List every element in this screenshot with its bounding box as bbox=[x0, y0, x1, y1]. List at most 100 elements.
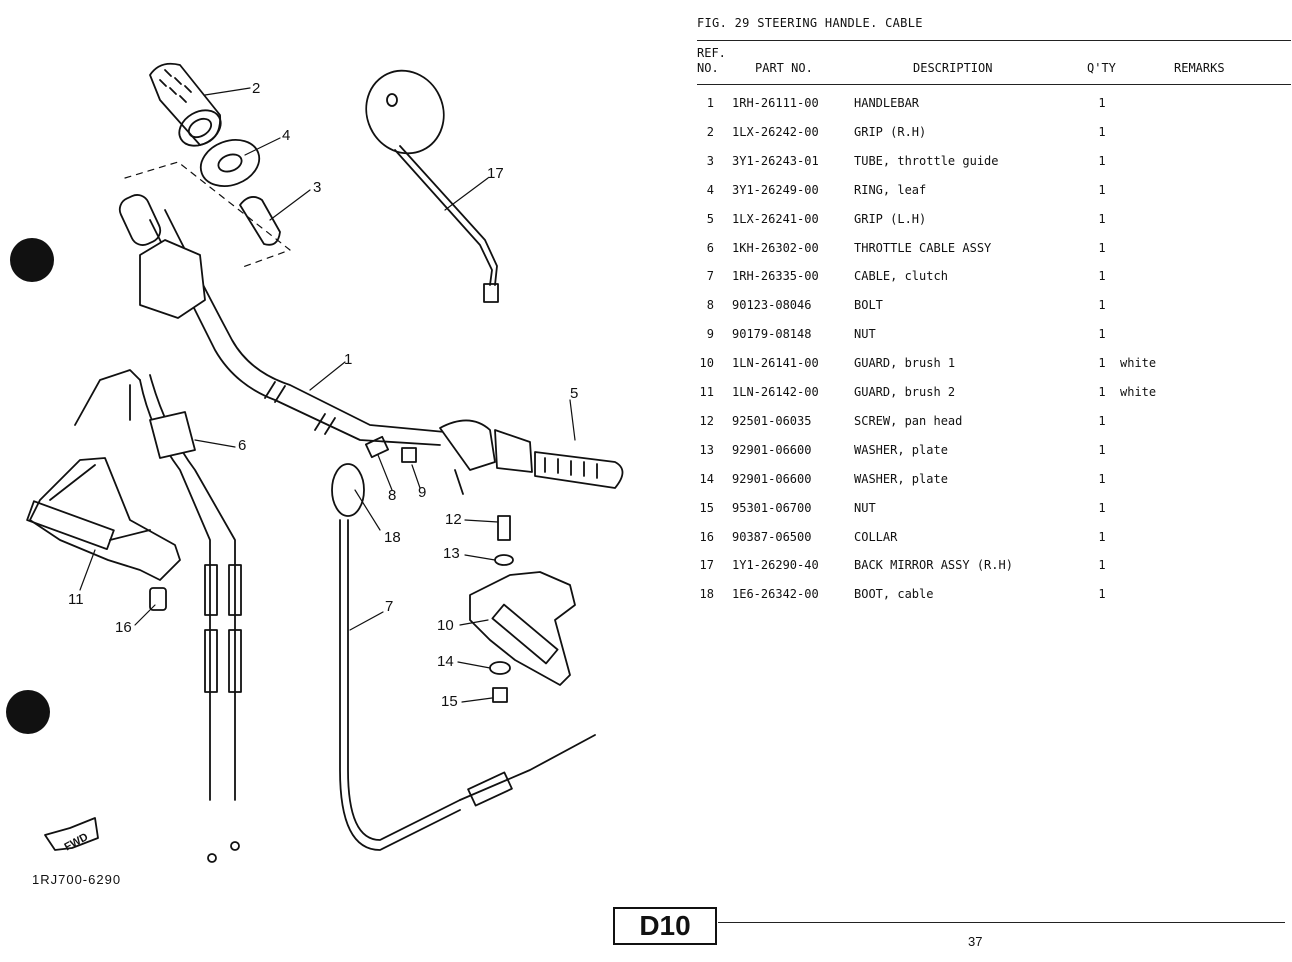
cell-part-no: 90179-08148 bbox=[732, 327, 812, 342]
cell-remarks: white bbox=[1120, 385, 1157, 399]
callout-7: 7 bbox=[385, 598, 393, 615]
callout-11: 11 bbox=[68, 591, 84, 608]
cell-quantity: 1 bbox=[1098, 240, 1106, 255]
cell-quantity: 1 bbox=[1098, 298, 1106, 313]
cell-part-no: 3Y1-26249-00 bbox=[732, 182, 819, 197]
cell-description: GUARD, brush 1 bbox=[854, 356, 956, 371]
cell-quantity: 1 bbox=[1098, 356, 1106, 371]
cell-remarks: white bbox=[1120, 356, 1157, 371]
cell-part-no: 92501-06035 bbox=[732, 413, 812, 428]
cell-description: CABLE, clutch bbox=[854, 269, 948, 284]
cell-description: BACK MIRROR ASSY (R.H) bbox=[854, 558, 1013, 573]
handlebar bbox=[118, 194, 446, 446]
cell-ref-no: 9 bbox=[706, 327, 714, 342]
cell-ref-no: 7 bbox=[706, 269, 714, 284]
cell-description: NUT bbox=[854, 327, 876, 342]
cell-part-no: 1Y1-26290-40 bbox=[732, 558, 819, 573]
cell-part-no: 1LN-26142-00 bbox=[732, 385, 819, 399]
cell-part-no: 1RH-26111-00 bbox=[732, 96, 819, 110]
cell-ref-no: 14 bbox=[699, 471, 714, 486]
cell-description: THROTTLE CABLE ASSY bbox=[854, 240, 992, 255]
cell-quantity: 1 bbox=[1098, 182, 1106, 197]
cell-description: GUARD, brush 2 bbox=[854, 385, 956, 399]
callout-9: 9 bbox=[418, 484, 426, 501]
cell-quantity: 1 bbox=[1098, 500, 1106, 515]
cell-quantity: 1 bbox=[1098, 153, 1106, 168]
cell-part-no: 90387-06500 bbox=[732, 529, 812, 544]
cell-ref-no: 12 bbox=[699, 413, 714, 428]
cell-description: COLLAR bbox=[854, 529, 898, 544]
cell-quantity: 1 bbox=[1098, 442, 1106, 457]
cell-quantity: 1 bbox=[1098, 529, 1106, 544]
cell-ref-no: 13 bbox=[699, 442, 714, 457]
cell-part-no: 1E6-26342-00 bbox=[732, 587, 819, 602]
cell-ref-no: 6 bbox=[706, 240, 714, 255]
cell-part-no: 1KH-26302-00 bbox=[732, 240, 819, 255]
cell-quantity: 1 bbox=[1098, 96, 1106, 110]
cell-part-no: 92901-06600 bbox=[732, 471, 812, 486]
callout-2: 2 bbox=[252, 80, 260, 97]
callout-12: 12 bbox=[445, 511, 462, 528]
grip-rh-part bbox=[149, 62, 222, 147]
callout-1: 1 bbox=[344, 351, 352, 368]
cell-description: GRIP (L.H) bbox=[854, 211, 927, 226]
brush-guard-1-part bbox=[469, 571, 576, 686]
cell-part-no: 95301-06700 bbox=[732, 500, 812, 515]
cell-ref-no: 11 bbox=[699, 385, 714, 399]
header-ref-no: REF. NO. bbox=[697, 46, 726, 75]
page-number: 37 bbox=[968, 934, 983, 949]
cell-ref-no: 10 bbox=[699, 356, 714, 371]
cell-description: SCREW, pan head bbox=[854, 413, 963, 428]
cell-part-no: 92901-06600 bbox=[732, 442, 812, 457]
callout-16: 16 bbox=[115, 619, 132, 636]
brush-guard-2-part bbox=[26, 457, 181, 581]
exploded-parts-diagram: 2 4 3 17 1 5 6 8 9 18 12 13 11 7 16 10 1… bbox=[26, 62, 624, 863]
cell-part-no: 3Y1-26243-01 bbox=[732, 153, 819, 168]
header-rule bbox=[697, 84, 1291, 85]
cell-ref-no: 18 bbox=[699, 587, 714, 602]
cell-quantity: 1 bbox=[1098, 587, 1106, 602]
cell-description: NUT bbox=[854, 500, 876, 515]
callout-14: 14 bbox=[437, 653, 454, 670]
cell-ref-no: 15 bbox=[699, 500, 714, 515]
header-description: DESCRIPTION bbox=[913, 61, 993, 75]
cell-description: BOOT, cable bbox=[854, 587, 934, 602]
callout-8: 8 bbox=[388, 487, 396, 504]
ring-leaf-part bbox=[199, 139, 261, 187]
cell-ref-no: 16 bbox=[699, 529, 714, 544]
cell-description: WASHER, plate bbox=[854, 471, 948, 486]
callout-5: 5 bbox=[570, 385, 578, 402]
header-remarks: REMARKS bbox=[1174, 61, 1225, 75]
figure-title: FIG. 29 STEERING HANDLE. CABLE bbox=[697, 16, 923, 30]
cell-ref-no: 3 bbox=[706, 153, 714, 168]
clutch-cable-part bbox=[331, 463, 596, 851]
back-mirror-part bbox=[365, 69, 499, 303]
cell-description: GRIP (R.H) bbox=[854, 124, 927, 139]
cell-ref-no: 8 bbox=[706, 298, 714, 313]
callout-3: 3 bbox=[313, 179, 321, 196]
cell-description: RING, leaf bbox=[854, 182, 927, 197]
binder-hole-bottom bbox=[6, 690, 50, 734]
callout-4: 4 bbox=[282, 127, 290, 144]
footer-rule bbox=[718, 922, 1285, 923]
cell-quantity: 1 bbox=[1098, 327, 1106, 342]
cell-part-no: 1LX-26242-00 bbox=[732, 124, 819, 139]
cell-part-no: 90123-08046 bbox=[732, 298, 812, 313]
header-part-no: PART NO. bbox=[755, 61, 813, 75]
callout-10: 10 bbox=[437, 617, 454, 634]
callout-17: 17 bbox=[487, 165, 504, 182]
grip-lh-part bbox=[439, 419, 624, 495]
cell-description: TUBE, throttle guide bbox=[854, 153, 999, 168]
diagram-code: 1RJ700-6290 bbox=[32, 872, 122, 887]
callout-18: 18 bbox=[384, 529, 401, 546]
cell-ref-no: 4 bbox=[706, 182, 714, 197]
cell-quantity: 1 bbox=[1098, 385, 1106, 399]
cell-quantity: 1 bbox=[1098, 269, 1106, 284]
section-tag: D10 bbox=[613, 907, 717, 945]
cell-part-no: 1LN-26141-00 bbox=[732, 356, 819, 371]
cell-part-no: 1RH-26335-00 bbox=[732, 269, 819, 284]
callout-15: 15 bbox=[441, 693, 458, 710]
cell-description: WASHER, plate bbox=[854, 442, 948, 457]
cell-ref-no: 5 bbox=[706, 211, 714, 226]
cell-quantity: 1 bbox=[1098, 471, 1106, 486]
